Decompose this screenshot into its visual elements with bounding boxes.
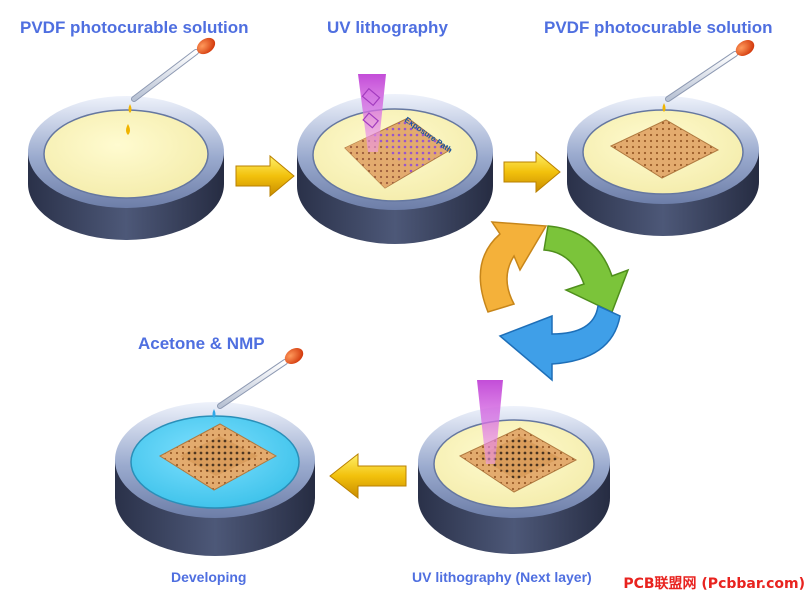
dish-step-5 xyxy=(115,402,315,556)
step-3-label: PVDF photocurable solution xyxy=(544,18,773,37)
droplet xyxy=(662,103,666,112)
uv-beam xyxy=(477,380,503,464)
droplet xyxy=(126,124,130,135)
cycle-arrow-orange xyxy=(479,221,548,313)
arrow-right-1 xyxy=(235,154,295,198)
pipette-3 xyxy=(212,347,304,418)
pipette-1 xyxy=(126,37,216,135)
dish-step-1 xyxy=(28,96,224,240)
step-1-label: PVDF photocurable solution xyxy=(20,18,249,37)
step-2-label: UV lithography xyxy=(327,18,448,37)
arrow-left xyxy=(329,452,407,500)
next-layer-pattern xyxy=(478,436,560,480)
pipette-bulb xyxy=(735,40,755,56)
cycle-arrow-green xyxy=(543,225,630,314)
watermark: PCB联盟网 (Pcbbar.com) xyxy=(623,576,805,592)
pipette-bulb xyxy=(284,347,304,365)
printed-pattern xyxy=(609,119,720,179)
droplet xyxy=(212,409,216,418)
repeat-cycle-arrows xyxy=(479,221,630,382)
solution-surface xyxy=(44,110,208,198)
arrow-right-2 xyxy=(503,150,561,194)
step-4-label: UV lithography (Next layer) xyxy=(412,569,592,585)
reagent-label: Acetone & NMP xyxy=(138,334,265,353)
dish-step-4 xyxy=(418,380,610,554)
step-5-label: Developing xyxy=(171,569,247,585)
droplet xyxy=(128,104,132,113)
pipette-bulb xyxy=(196,37,216,55)
cycle-arrow-blue xyxy=(498,304,621,382)
pipette-2 xyxy=(662,40,755,112)
dish-step-2: Exposure Path xyxy=(297,74,493,244)
dish-step-3 xyxy=(567,96,759,236)
